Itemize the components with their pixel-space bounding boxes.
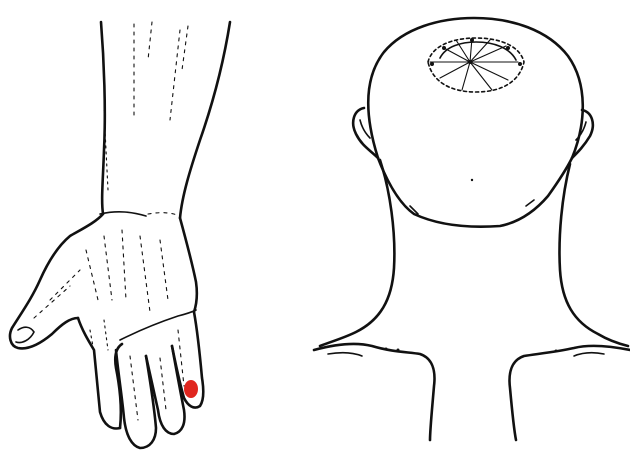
head-figure <box>314 18 630 440</box>
neck-left-outline <box>320 160 394 346</box>
neck-right-outline <box>559 164 628 346</box>
right-shoulder <box>510 346 630 440</box>
wrist-crease <box>100 212 146 216</box>
forearm-outline-right <box>180 22 230 218</box>
red-point-marker <box>184 380 198 398</box>
middle-finger-outline <box>116 350 156 448</box>
thumb-outline <box>10 214 103 348</box>
left-shoulder <box>314 344 434 440</box>
hand-figure <box>10 22 230 448</box>
crown-point-marker <box>428 38 524 92</box>
head-outline <box>368 18 583 158</box>
occipital-line <box>378 158 572 227</box>
